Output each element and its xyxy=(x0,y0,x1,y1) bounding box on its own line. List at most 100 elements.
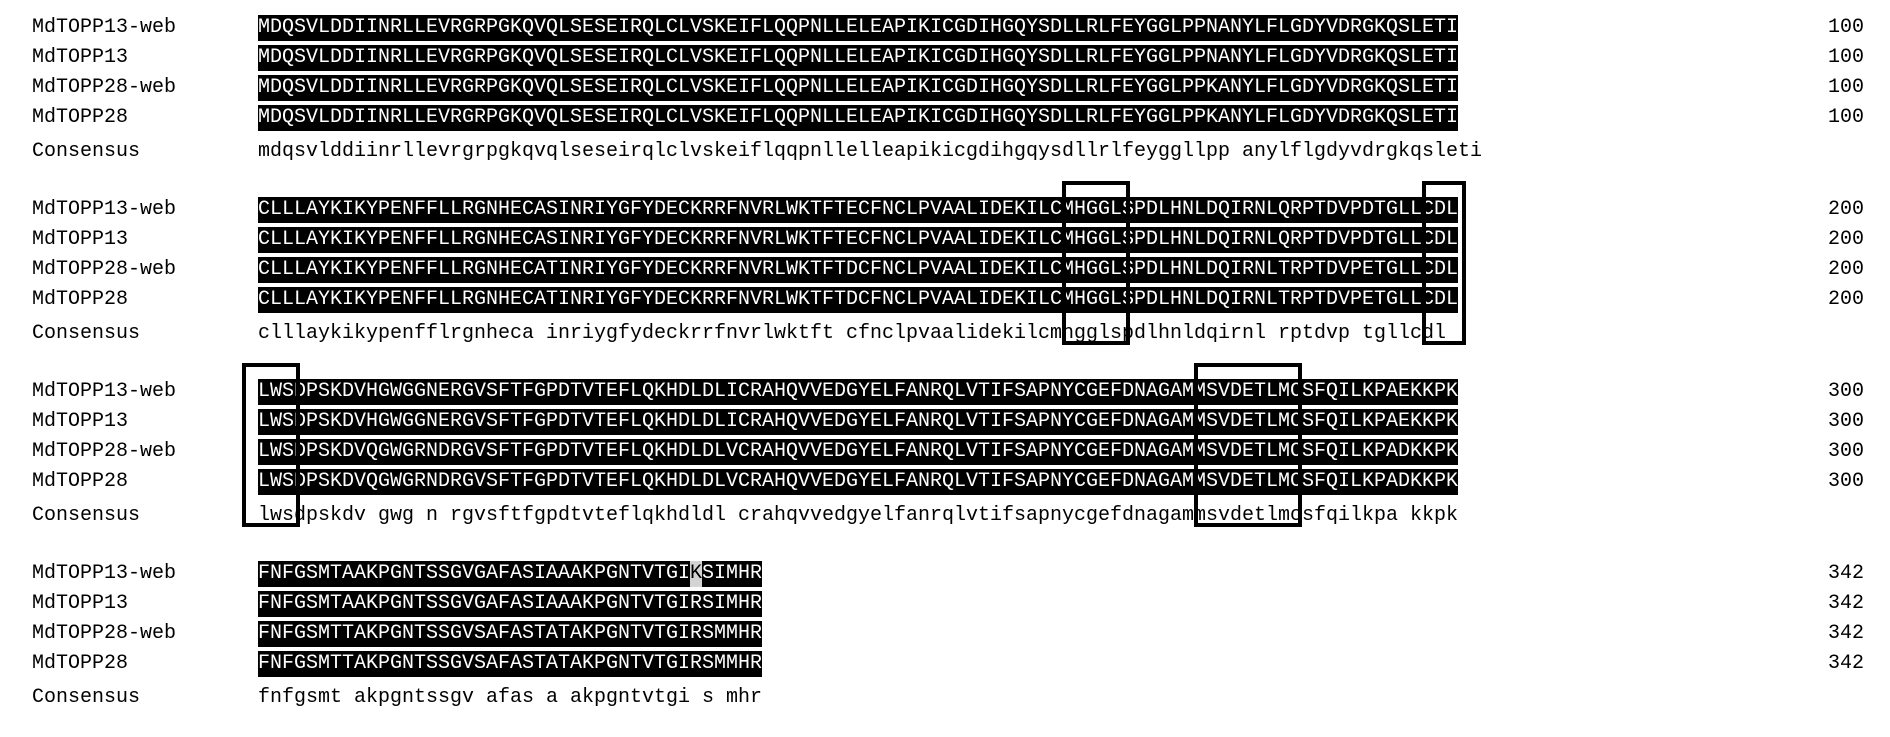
residue: G xyxy=(462,15,474,41)
residue: F xyxy=(414,227,426,253)
residue: L xyxy=(630,439,642,465)
residue: R xyxy=(1242,257,1254,283)
residue: L xyxy=(402,15,414,41)
residue: l xyxy=(762,140,774,163)
residue: G xyxy=(1086,469,1098,495)
residue: t xyxy=(630,686,642,709)
residue: v xyxy=(966,504,978,527)
residue xyxy=(726,503,738,529)
residue: R xyxy=(582,287,594,313)
residue: a xyxy=(354,686,366,709)
residue: s xyxy=(318,504,330,527)
residue: i xyxy=(1470,140,1482,163)
residue: C xyxy=(942,15,954,41)
residue: K xyxy=(1362,379,1374,405)
residue: R xyxy=(462,287,474,313)
residue: K xyxy=(1446,469,1458,495)
residue: I xyxy=(342,257,354,283)
residue: D xyxy=(678,409,690,435)
residue: S xyxy=(438,651,450,677)
residue: E xyxy=(1122,15,1134,41)
residue: q xyxy=(1326,504,1338,527)
residue: I xyxy=(906,75,918,101)
residue: D xyxy=(990,257,1002,283)
residue: V xyxy=(582,439,594,465)
residue: R xyxy=(630,75,642,101)
residue: L xyxy=(1038,197,1050,223)
residue: N xyxy=(402,591,414,617)
residue: G xyxy=(846,439,858,465)
residue: V xyxy=(354,409,366,435)
residue: D xyxy=(1434,287,1446,313)
residue: G xyxy=(1086,409,1098,435)
residue: M xyxy=(726,561,738,587)
residue: Q xyxy=(1278,227,1290,253)
residue: G xyxy=(1386,227,1398,253)
residue: T xyxy=(510,439,522,465)
residue: V xyxy=(966,439,978,465)
residue: R xyxy=(414,469,426,495)
residue: I xyxy=(558,197,570,223)
residue: N xyxy=(1182,227,1194,253)
residue: V xyxy=(798,379,810,405)
residue: I xyxy=(534,591,546,617)
residue: P xyxy=(306,379,318,405)
residue: V xyxy=(798,469,810,495)
residue: Y xyxy=(1026,105,1038,131)
residue: l xyxy=(954,504,966,527)
residue: k xyxy=(930,140,942,163)
residue: C xyxy=(858,287,870,313)
residue: A xyxy=(906,379,918,405)
residue: L xyxy=(1254,75,1266,101)
residue: E xyxy=(846,45,858,71)
residue: P xyxy=(918,197,930,223)
residue: E xyxy=(1422,45,1434,71)
residue: P xyxy=(306,469,318,495)
residue: Y xyxy=(1242,15,1254,41)
residue: f xyxy=(426,322,438,345)
residue: K xyxy=(1206,75,1218,101)
residue: G xyxy=(1290,45,1302,71)
residue: N xyxy=(1134,439,1146,465)
residue: P xyxy=(1350,287,1362,313)
residue: Q xyxy=(522,75,534,101)
sequence-name: MdTOPP28-web xyxy=(32,258,177,281)
residue: R xyxy=(474,105,486,131)
residue: f xyxy=(858,322,870,345)
residue: g xyxy=(294,686,306,709)
residue: v xyxy=(306,140,318,163)
residue: L xyxy=(834,45,846,71)
residue: I xyxy=(978,75,990,101)
residue: C xyxy=(894,227,906,253)
residue: F xyxy=(750,75,762,101)
residue: F xyxy=(498,621,510,647)
residue: Q xyxy=(642,105,654,131)
residue: v xyxy=(1218,504,1230,527)
residue: G xyxy=(294,621,306,647)
residue: N xyxy=(918,379,930,405)
residue: t xyxy=(330,686,342,709)
residue: A xyxy=(1386,439,1398,465)
residue: S xyxy=(702,591,714,617)
residue: E xyxy=(426,105,438,131)
residue: i xyxy=(354,140,366,163)
residue: R xyxy=(1350,45,1362,71)
residue: G xyxy=(954,75,966,101)
residue: L xyxy=(678,15,690,41)
residue: C xyxy=(858,197,870,223)
residue: N xyxy=(618,621,630,647)
residue: L xyxy=(774,227,786,253)
residue: I xyxy=(930,15,942,41)
residue: C xyxy=(858,227,870,253)
residue: S xyxy=(438,621,450,647)
residue: l xyxy=(954,322,966,345)
residue: T xyxy=(1434,45,1446,71)
residue: l xyxy=(630,504,642,527)
residue: G xyxy=(1362,15,1374,41)
residue: S xyxy=(306,591,318,617)
residue: L xyxy=(1074,15,1086,41)
residue: I xyxy=(1446,45,1458,71)
position-number: 200 xyxy=(1827,258,1864,281)
residue: L xyxy=(1350,469,1362,495)
residue: A xyxy=(1170,439,1182,465)
